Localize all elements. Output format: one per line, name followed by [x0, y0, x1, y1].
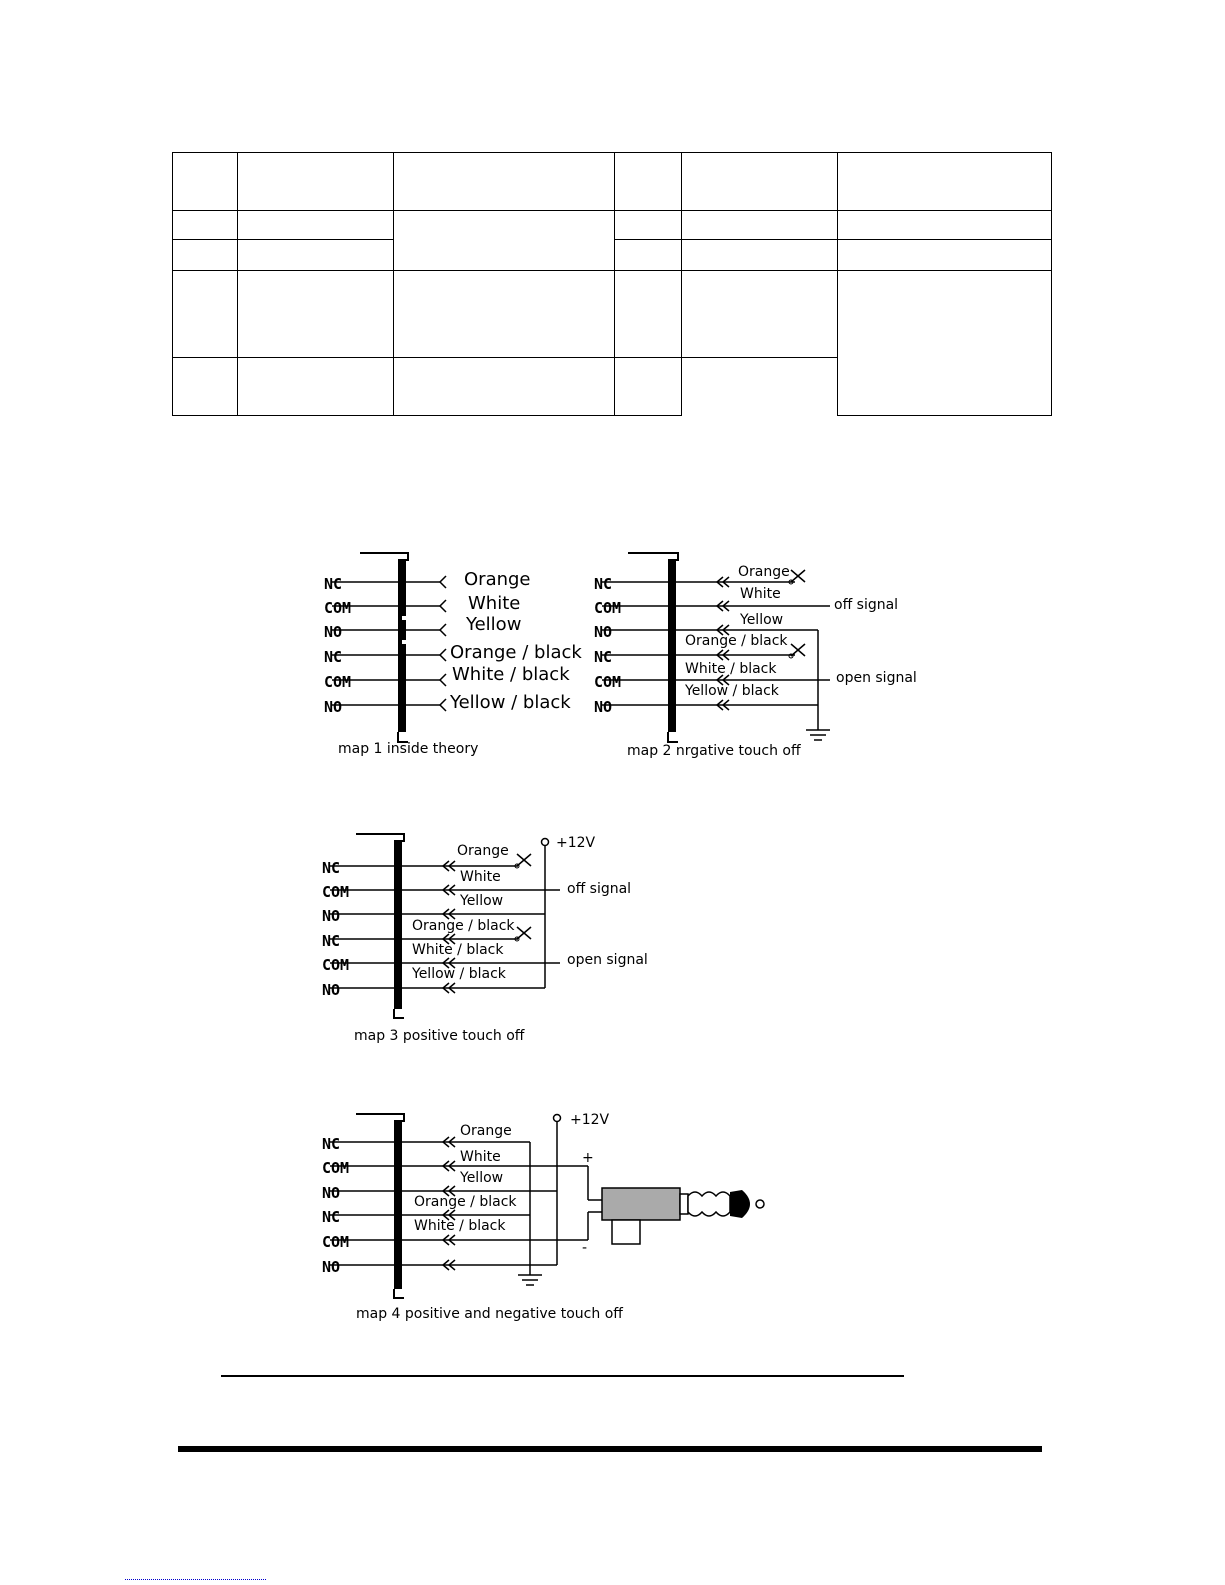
terminal-label: NO: [324, 623, 342, 641]
wire-label: White: [468, 593, 520, 614]
wire-label: Orange / black: [414, 1194, 517, 1210]
terminal-label: NO: [594, 623, 612, 641]
signal-label: off signal: [567, 881, 631, 897]
wire-label: White: [460, 1149, 501, 1165]
terminal-label: COM: [322, 956, 349, 974]
supply-label: +12V: [570, 1112, 610, 1128]
table-cell: [681, 270, 838, 358]
terminal-label: NC: [594, 575, 612, 593]
map-caption: map 4 positive and negative touch off: [356, 1306, 623, 1322]
wire-label: Yellow / black: [411, 966, 507, 982]
terminal-label: NO: [324, 698, 342, 716]
map-caption: map 1 inside theory: [338, 741, 478, 757]
table-cell: [837, 152, 1052, 211]
wire-label: Orange: [464, 569, 531, 590]
signal-label: open signal: [567, 952, 648, 968]
wire-label: White: [740, 586, 781, 602]
table-cell: [681, 239, 838, 271]
actuator-icon: [601, 1187, 765, 1245]
wire-label: White / black: [452, 664, 570, 685]
wire-label: Yellow: [459, 893, 503, 909]
polarity-label: +: [582, 1150, 594, 1166]
signal-label: off signal: [834, 597, 898, 613]
table-cell: [393, 210, 615, 271]
table-row: [172, 210, 1052, 271]
terminal-label: COM: [594, 673, 621, 691]
wire-label: White: [460, 869, 501, 885]
table-row: [172, 357, 1052, 416]
table-cell: [237, 270, 394, 358]
signal-label: open signal: [836, 670, 917, 686]
wire-label: White / black: [414, 1218, 506, 1234]
terminal-label: NC: [324, 575, 342, 593]
terminal-label: NC: [322, 932, 340, 950]
table-cell: [393, 357, 615, 416]
terminal-label: NO: [322, 1258, 340, 1276]
terminal-label: COM: [322, 1159, 349, 1177]
map-1-inside-theory: NC COM NO NC COM NO Orange White Yellow …: [324, 552, 582, 757]
map-caption: map 2 nrgative touch off: [627, 743, 801, 759]
terminal-label: NO: [594, 698, 612, 716]
terminal-label: NO: [322, 907, 340, 925]
terminal-label: COM: [324, 599, 351, 617]
map-4-positive-and-negative-touch-off: NC COM NO NC COM NO Orange White Yellow …: [322, 1112, 765, 1322]
wire-label: Yellow / black: [684, 683, 780, 699]
wire-label: Yellow: [739, 612, 783, 628]
supply-label: +12V: [556, 835, 596, 851]
terminal-label: NC: [324, 648, 342, 666]
table-cell: [837, 210, 1052, 240]
table-cell: [614, 357, 682, 416]
table-cell: [237, 239, 394, 271]
terminal-label: COM: [594, 599, 621, 617]
table-cell: [172, 357, 238, 416]
wire-label: White / black: [685, 661, 777, 677]
wire-label: Orange: [457, 843, 509, 859]
table-cell: [393, 270, 615, 358]
terminal-label: NC: [322, 1208, 340, 1226]
wire-label: White / black: [412, 942, 504, 958]
spec-table: [172, 152, 1052, 416]
wire-label: Orange: [738, 564, 790, 580]
terminal-label: COM: [324, 673, 351, 691]
table-cell: [681, 210, 838, 240]
wire-label: Yellow / black: [449, 692, 571, 713]
polarity-label: -: [582, 1240, 587, 1256]
table-cell: [172, 152, 238, 211]
wire-label: Orange / black: [412, 918, 515, 934]
table-cell: [393, 152, 615, 211]
terminal-label: COM: [322, 1233, 349, 1251]
terminal-label: NC: [594, 648, 612, 666]
terminal-label: NC: [322, 1135, 340, 1153]
map-3-positive-touch-off: NC COM NO NC COM NO Orange White Yellow …: [322, 833, 648, 1044]
wire-label: Yellow: [465, 614, 521, 635]
wire-label: Yellow: [459, 1170, 503, 1186]
wire-label: Orange / black: [450, 642, 582, 663]
table-cell: [172, 210, 238, 240]
table-cell: [837, 270, 1052, 416]
terminal-label: NC: [322, 859, 340, 877]
wire-label: Orange: [460, 1123, 512, 1139]
terminal-label: NO: [322, 981, 340, 999]
map-caption: map 3 positive touch off: [354, 1028, 525, 1044]
divider-thin: [221, 1375, 904, 1377]
wire-label: Orange / black: [685, 633, 788, 649]
terminal-label: NO: [322, 1184, 340, 1202]
table-cell: [172, 239, 238, 271]
map-2-negative-touch-off: NC COM NO NC COM NO Orange White Yellow …: [594, 552, 917, 759]
terminal-label: COM: [322, 883, 349, 901]
link-underline: [125, 1579, 266, 1580]
footer-rule: [178, 1446, 1042, 1452]
